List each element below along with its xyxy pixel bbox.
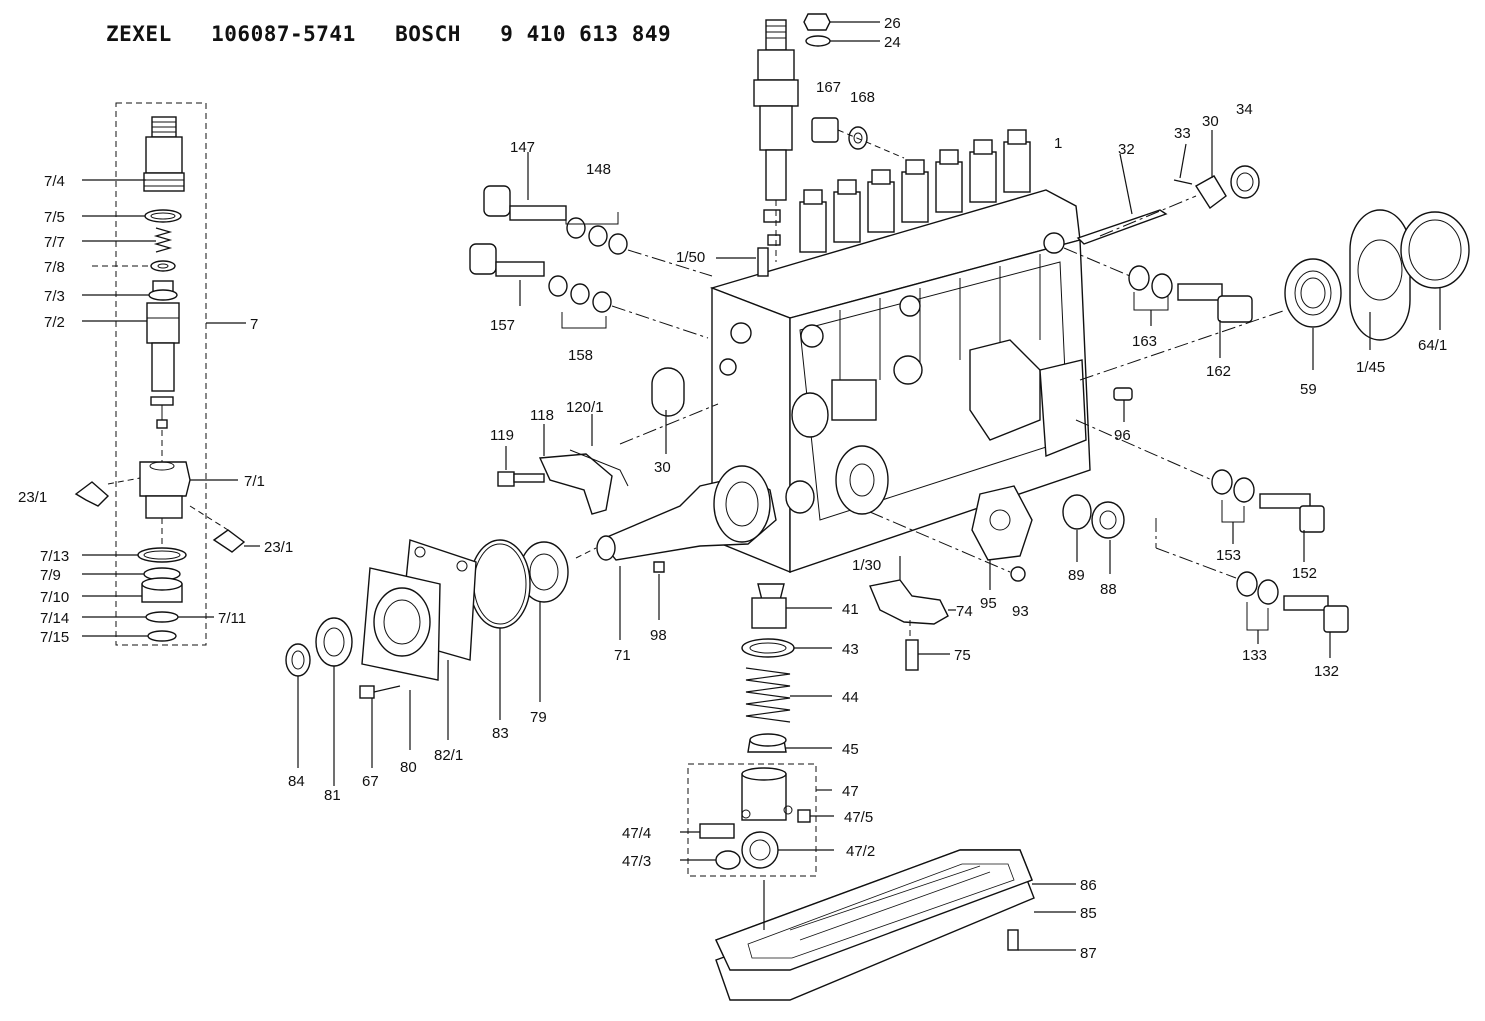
callout-7-11: 7/11	[218, 610, 246, 627]
tappet-stack	[680, 583, 834, 877]
callout-74: 74	[956, 603, 973, 620]
callout-7-15: 7/15	[40, 629, 69, 646]
callout-85: 85	[1080, 905, 1097, 922]
callout-157: 157	[490, 317, 515, 334]
callout-59: 59	[1300, 381, 1317, 398]
callout-47-2: 47/2	[846, 843, 875, 860]
callout-7-14: 7/14	[40, 610, 69, 627]
callout-163: 163	[1132, 333, 1157, 350]
top-delivery-valve	[753, 13, 905, 262]
callout-64-1: 64/1	[1418, 337, 1447, 354]
callout-82-1: 82/1	[434, 747, 463, 764]
callout-47: 47	[842, 783, 859, 800]
callout-7-5: 7/5	[44, 209, 65, 226]
callout-84: 84	[288, 773, 305, 790]
callout-81: 81	[324, 787, 341, 804]
callout-153: 153	[1216, 547, 1241, 564]
callout-79: 79	[530, 709, 547, 726]
callout-168: 168	[850, 89, 875, 106]
callout-7-9: 7/9	[40, 567, 61, 584]
callout-133: 133	[1242, 647, 1267, 664]
callout-1-50: 1/50	[676, 249, 705, 266]
callout-147: 147	[510, 139, 535, 156]
callout-148: 148	[586, 161, 611, 178]
callout-162: 162	[1206, 363, 1231, 380]
callout-88: 88	[1100, 581, 1117, 598]
callout-119: 119	[490, 427, 514, 444]
callout-47-5: 47/5	[844, 809, 873, 826]
callout-43: 43	[842, 641, 859, 658]
callout-33: 33	[1174, 125, 1191, 142]
callout-41: 41	[842, 601, 859, 618]
callout-45: 45	[842, 741, 859, 758]
callout-34: 34	[1236, 101, 1253, 118]
pump-housing-1	[709, 129, 1091, 574]
callout-1-45: 1/45	[1356, 359, 1385, 376]
callout-47-4: 47/4	[622, 825, 651, 842]
callout-83: 83	[492, 725, 509, 742]
callout-23-1-left: 23/1	[18, 489, 47, 506]
callout-120-1: 120/1	[566, 399, 604, 416]
callout-7-8: 7/8	[44, 259, 65, 276]
callout-24: 24	[884, 34, 901, 51]
callout-152: 152	[1292, 565, 1317, 582]
callout-30-mid: 30	[654, 459, 671, 476]
bottom-cover-gaskets	[715, 849, 1076, 1001]
callout-132: 132	[1314, 663, 1339, 680]
callout-67: 67	[362, 773, 379, 790]
callout-7-3: 7/3	[44, 288, 65, 305]
callout-87: 87	[1080, 945, 1097, 962]
callout-118: 118	[530, 407, 554, 424]
callout-1: 1	[1054, 135, 1062, 152]
bracket-74	[869, 556, 956, 671]
callout-7-10: 7/10	[40, 589, 69, 606]
callout-89: 89	[1068, 567, 1085, 584]
governor-parts	[497, 367, 719, 515]
callout-1-30: 1/30	[852, 557, 881, 574]
callout-158: 158	[568, 347, 593, 364]
camshaft-assembly	[285, 465, 777, 786]
callout-96: 96	[1114, 427, 1131, 444]
diagram-title: ZEXEL 106087-5741 BOSCH 9 410 613 849	[106, 22, 672, 46]
callout-26: 26	[884, 15, 901, 32]
callout-7-4: 7/4	[44, 173, 65, 190]
element-assembly-7	[74, 102, 260, 646]
callout-44: 44	[842, 689, 859, 706]
callout-98: 98	[650, 627, 667, 644]
callout-167: 167	[816, 79, 841, 96]
callout-80: 80	[400, 759, 417, 776]
callout-95: 95	[980, 595, 997, 612]
callout-86: 86	[1080, 877, 1097, 894]
callout-30-top: 30	[1202, 113, 1219, 130]
callout-23-1-right: 23/1	[264, 539, 293, 556]
callout-7-13: 7/13	[40, 548, 69, 565]
right-side-parts	[869, 130, 1470, 658]
bolts-147-157	[469, 152, 769, 339]
callout-7: 7	[250, 316, 258, 333]
callout-75: 75	[954, 647, 971, 664]
callout-7-7: 7/7	[44, 234, 65, 251]
callout-32: 32	[1118, 141, 1135, 158]
callout-47-3: 47/3	[622, 853, 651, 870]
callout-7-2: 7/2	[44, 314, 65, 331]
callout-71: 71	[614, 647, 631, 664]
callout-labels: 26 24 167 168 1 33 30 34 32 147 148 1/50…	[18, 15, 1447, 962]
callout-7-1: 7/1	[244, 473, 265, 490]
callout-93: 93	[1012, 603, 1029, 620]
